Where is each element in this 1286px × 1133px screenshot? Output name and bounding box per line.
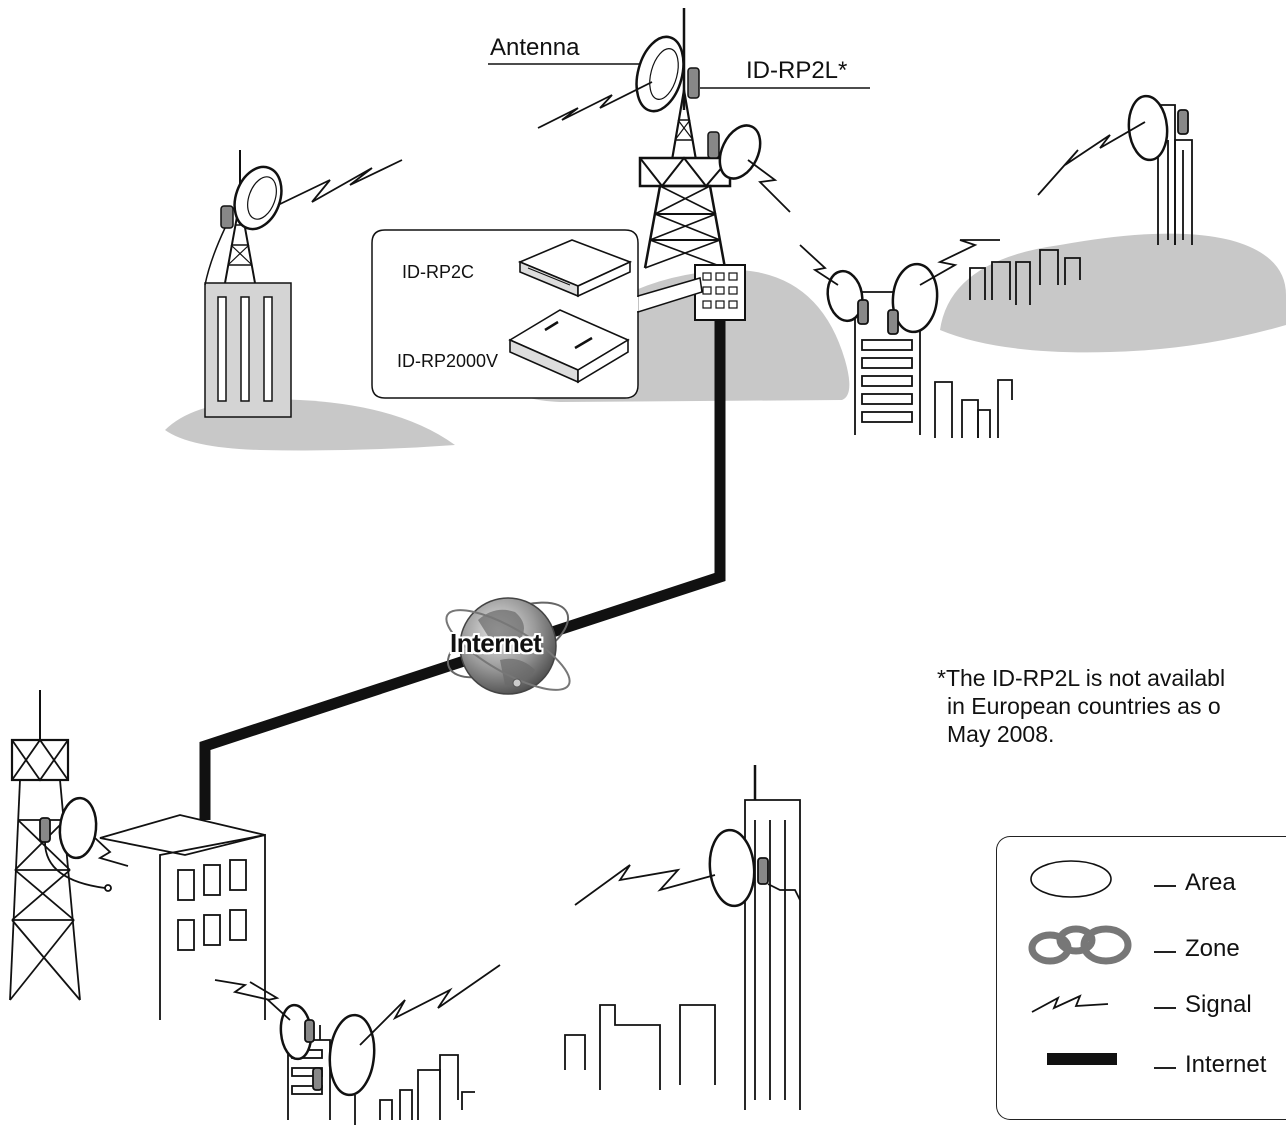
bottom-right-city [564,765,801,1110]
legend-row-zone: Zone [997,929,1286,969]
legend-dash [1154,951,1176,953]
legend-dash [1154,1007,1176,1009]
internet-globe-icon [445,597,571,695]
footnote-line-1: *The ID-RP2L is not availabl [937,665,1226,691]
legend-signal-symbol [1031,994,1109,1013]
legend-internet-text: Internet [1185,1051,1267,1078]
legend-dash [1154,885,1176,887]
legend-row-internet: Internet [997,1045,1286,1085]
id-rp2000v-label: ID-RP2000V [397,351,499,371]
antenna-label: Antenna [490,34,580,61]
footnote-line-2: in European countries as o [947,693,1221,719]
footnote-line-3: May 2008. [947,721,1055,747]
legend-internet-symbol [1047,1053,1117,1065]
repeater-units-callout [371,229,703,399]
legend-box: Area Zone Signal Internet [996,836,1286,1120]
legend-area-text: Area [1185,869,1236,896]
legend-dash [1154,1067,1176,1069]
id-rp2l-label: ID-RP2L* [746,57,848,84]
availability-footnote: *The ID-RP2L is not availabl in European… [937,664,1286,748]
id-rp2c-label: ID-RP2C [402,262,475,282]
legend-zone-symbol [1028,925,1132,965]
legend-symbols [1028,860,1132,1065]
legend-area-symbol [1030,860,1112,898]
internet-label: Internet [450,628,542,658]
right-city-site [799,94,1193,438]
right-hill [940,233,1286,353]
legend-row-signal: Signal [997,985,1286,1025]
legend-zone-text: Zone [1185,935,1240,962]
left-repeater-site [204,150,403,418]
legend-signal-text: Signal [1185,991,1252,1018]
legend-row-area: Area [997,863,1286,903]
bottom-left-site [9,690,501,1125]
central-repeater-tower [537,8,791,321]
